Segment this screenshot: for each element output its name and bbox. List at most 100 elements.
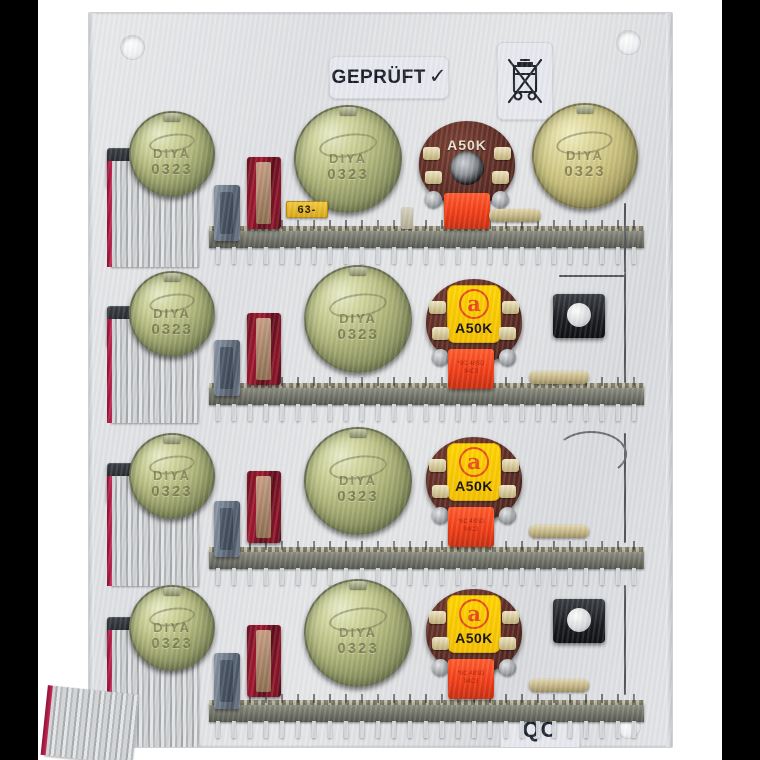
lug-shadow-row-2	[209, 377, 644, 386]
jumper-wire-2	[624, 273, 626, 383]
pot-lug	[429, 301, 446, 314]
can-brand: DIYA	[339, 473, 377, 488]
trimmer-pot-row-3: a A50K	[426, 437, 522, 524]
can-code: 0323	[151, 483, 193, 500]
panel-edge-left	[89, 13, 94, 747]
pot-lug	[432, 327, 449, 340]
darkred-component-2	[247, 313, 281, 385]
gepruft-label: GEPRÜFT	[331, 66, 426, 88]
can-brand: DIYA	[339, 625, 377, 640]
letterbox-right	[722, 0, 760, 760]
can-tab	[349, 581, 367, 589]
bluegrey-component-1	[214, 185, 240, 241]
small-capacitor-row-1	[401, 207, 413, 229]
pot-lug	[425, 171, 442, 184]
can-brand: DIYA	[153, 468, 191, 483]
pot-adjust-shaft[interactable]	[450, 151, 484, 185]
crossed-out-wheelie-bin-icon	[507, 58, 543, 104]
resistor-row-3	[529, 525, 589, 538]
can-4-left: DIYA 0323	[129, 585, 215, 671]
pot-mount-screw	[425, 191, 442, 208]
pot-mount-screw	[492, 191, 509, 208]
resistor-row-1	[489, 209, 541, 222]
pot-lug	[423, 147, 440, 160]
brand-a-logo-icon: a	[459, 447, 489, 477]
orange-capacitor-row-1	[444, 193, 490, 229]
can-tab	[339, 107, 357, 115]
solder-lugs-row-3	[209, 568, 644, 585]
can-1-right: DIYA 0323	[532, 103, 638, 209]
can-brand: DIYA	[153, 620, 191, 635]
pot-lug	[499, 327, 516, 340]
can-brand: DIYA	[329, 151, 367, 166]
can-3-left: DIYA 0323	[129, 433, 215, 519]
pot-mount-screw	[499, 659, 516, 676]
pot-value-label: A50K	[455, 320, 493, 336]
bluegrey-component-3	[214, 501, 240, 557]
jumper-wire-2b	[559, 275, 625, 277]
can-brand: DIYA	[153, 306, 191, 321]
module-panel: GEPRÜFT ✓ QC	[88, 12, 673, 748]
pot-lug	[502, 459, 519, 472]
can-tab	[349, 267, 367, 275]
pot-value-tag: a A50K	[447, 595, 501, 653]
pot-value-tag: a A50K	[447, 443, 501, 501]
pot-lug	[502, 611, 519, 624]
can-brand: DIYA	[339, 311, 377, 326]
can-brand: DIYA	[153, 146, 191, 161]
pot-mount-screw	[499, 507, 516, 524]
pot-lug	[499, 637, 516, 650]
solder-lugs-row-4	[209, 721, 644, 738]
can-code: 0323	[337, 640, 379, 657]
darkred-component-3	[247, 471, 281, 543]
pot-value-label: A50K	[455, 478, 493, 494]
can-2-left: DIYA 0323	[129, 271, 215, 357]
panel-edge-right	[666, 13, 672, 747]
solder-lugs-row-1	[209, 247, 644, 264]
can-code: 0323	[151, 635, 193, 652]
pot-value-label: A50K	[447, 137, 487, 153]
can-tab	[349, 429, 367, 437]
lug-shadow-row-1	[209, 220, 644, 229]
pot-lug	[494, 147, 511, 160]
can-tab	[163, 273, 181, 281]
black-module-row-2	[553, 294, 605, 338]
rail-row-3	[209, 547, 644, 569]
mount-hole-top-left	[121, 36, 144, 59]
darkred-component-1	[247, 157, 281, 229]
can-code: 0323	[564, 163, 606, 180]
rail-row-4	[209, 700, 644, 722]
brand-a-logo-icon: a	[459, 289, 489, 319]
ribbon-cable-tail	[44, 685, 140, 760]
pot-lug	[432, 637, 449, 650]
pot-mount-screw	[432, 507, 449, 524]
trimmer-pot-row-1: A50K	[419, 121, 515, 208]
lug-shadow-row-4	[209, 694, 644, 703]
resistor-row-4	[529, 679, 589, 692]
can-1-mid: DIYA 0323	[294, 105, 402, 213]
can-code: 0323	[337, 488, 379, 505]
can-code: 0323	[327, 166, 369, 183]
pot-lug	[429, 611, 446, 624]
bluegrey-component-4	[214, 653, 240, 709]
pot-mount-screw	[499, 349, 516, 366]
can-tab	[163, 435, 181, 443]
rail-row-1	[209, 226, 644, 248]
lug-shadow-row-3	[209, 541, 644, 550]
can-code: 0323	[151, 321, 193, 338]
can-tab	[576, 105, 594, 113]
pot-lug	[499, 485, 516, 498]
jumper-wire-4	[624, 585, 626, 695]
brand-a-logo-icon: a	[459, 599, 489, 629]
pot-value-tag: a A50K	[447, 285, 501, 343]
can-2-mid: DIYA 0323	[304, 265, 412, 373]
gepruft-sticker: GEPRÜFT ✓	[329, 56, 449, 99]
checkmark-icon: ✓	[428, 65, 447, 88]
mount-hole-top-right	[617, 31, 640, 54]
can-brand: DIYA	[566, 148, 604, 163]
looped-wire-3	[555, 431, 627, 477]
jumper-wire-3	[624, 433, 626, 543]
pot-mount-screw	[432, 349, 449, 366]
